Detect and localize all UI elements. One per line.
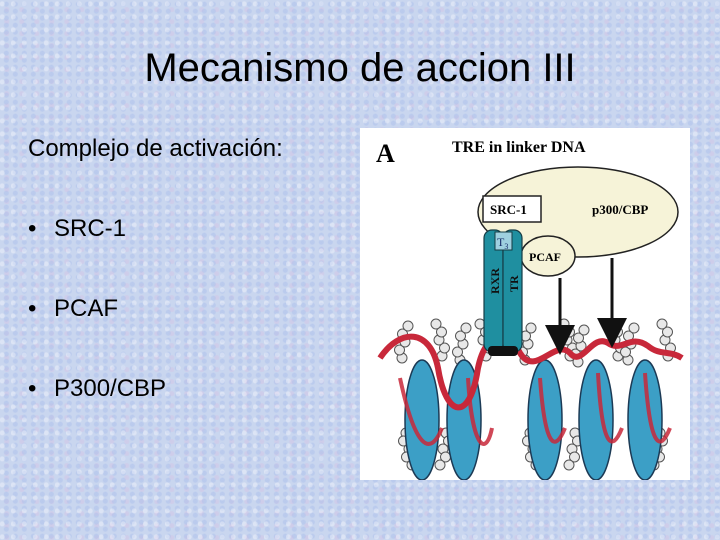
- activation-complex-figure: p300/CBP SRC-1 PCAF RXR TR T3 A TRE in l…: [360, 128, 690, 480]
- histone-tail-bead: [455, 330, 466, 342]
- dna-strand: [377, 333, 684, 411]
- histone-tail-bead: [436, 326, 447, 338]
- bullet-item-p300: • P300/CBP: [28, 374, 166, 404]
- figure-drawing: p300/CBP SRC-1 PCAF RXR TR T3 A TRE in l…: [376, 139, 684, 480]
- figure-heading: TRE in linker DNA: [452, 139, 586, 156]
- t3-label: T3: [497, 235, 508, 251]
- bullet-symbol: •: [28, 215, 37, 242]
- histone-tail-bead: [439, 342, 450, 354]
- panel-letter: A: [376, 139, 395, 168]
- histone-tail-bead: [452, 346, 463, 358]
- tr-label: TR: [507, 275, 521, 292]
- p300-label: p300/CBP: [592, 202, 648, 217]
- slide-subtitle: Complejo de activación:: [28, 135, 283, 162]
- src1-box: [482, 195, 542, 223]
- bullet-text: P300/CBP: [54, 375, 167, 402]
- nucleosome-disc: [578, 359, 614, 480]
- histone-tail-bead: [394, 344, 405, 356]
- bullet-item-src1: • SRC-1: [28, 214, 126, 244]
- histone-tail-bead: [628, 322, 640, 334]
- histone-tail-bead: [563, 459, 575, 471]
- rxr-label: RXR: [488, 268, 502, 294]
- histone-tail-bead: [569, 451, 580, 463]
- slide-title: Mecanismo de accion III: [144, 46, 576, 90]
- histone-tail-bead: [525, 322, 537, 334]
- dna-strand-back: [398, 372, 672, 446]
- bullet-text: PCAF: [54, 295, 119, 322]
- histone-tail-bead: [434, 459, 446, 471]
- histone-tail-bead: [656, 318, 668, 330]
- nucleosome-disc: [627, 359, 663, 480]
- histone-tail-bead: [430, 318, 442, 330]
- histone-tail-bead: [460, 322, 472, 334]
- bullet-symbol: •: [28, 375, 37, 402]
- bullet-item-pcaf: • PCAF: [28, 294, 118, 324]
- histone-tail-bead: [402, 320, 414, 332]
- receptor-dna-contact: [488, 346, 518, 356]
- src1-label: SRC-1: [490, 202, 527, 217]
- histone-tail-bead: [662, 326, 673, 338]
- nucleosome-disc: [404, 359, 440, 480]
- p300-cbp-oval: [477, 166, 679, 258]
- bullet-symbol: •: [28, 295, 37, 322]
- histone-tail-bead: [578, 324, 590, 336]
- bullet-text: SRC-1: [54, 215, 127, 242]
- pcaf-label: PCAF: [529, 250, 561, 264]
- t3-ligand-box: [494, 231, 513, 251]
